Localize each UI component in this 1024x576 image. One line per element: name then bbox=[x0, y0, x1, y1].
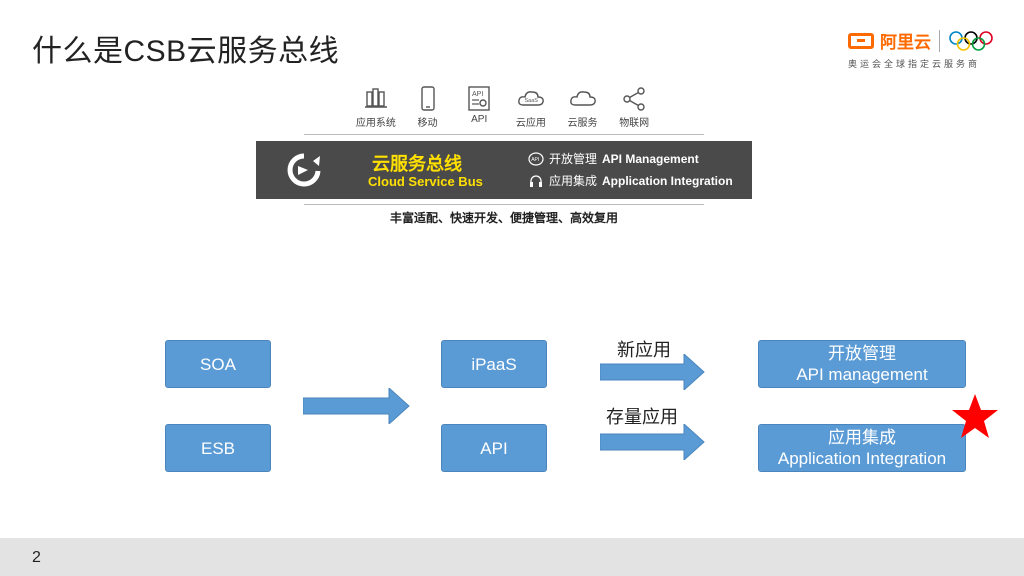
tagline: 丰富适配、快速开发、便捷管理、高效复用 bbox=[389, 211, 618, 225]
aliyun-logo-icon bbox=[848, 32, 874, 49]
arrow-label-legacy-app: 存量应用 bbox=[606, 407, 678, 427]
brand-logo: 阿里云 奥运会全球指定云服务商 bbox=[848, 28, 998, 74]
box-app-integration: 应用集成 Application Integration bbox=[758, 424, 966, 472]
box-api: API bbox=[441, 424, 547, 472]
integration-source-icons: 应用系统 移动 API API SaaS 云应用 云服务 bbox=[350, 86, 660, 130]
icon-item-api: API API bbox=[453, 86, 505, 130]
slide-title: 什么是CSB云服务总线 bbox=[32, 35, 340, 68]
csb-banner: 云服务总线 Cloud Service Bus API 开放管理 API Man… bbox=[256, 141, 752, 199]
box-label: API bbox=[480, 438, 508, 458]
api-gear-icon: API bbox=[468, 86, 490, 111]
box-label-en: API management bbox=[796, 365, 928, 384]
share-nodes-icon bbox=[623, 87, 645, 111]
svg-text:SaaS: SaaS bbox=[524, 98, 538, 104]
feature-api-management: API 开放管理 API Management bbox=[528, 150, 699, 167]
icon-item-cloud-app: SaaS 云应用 bbox=[505, 86, 557, 130]
box-label-en: Application Integration bbox=[777, 449, 947, 468]
feature-label-cn: 应用集成 bbox=[549, 174, 598, 188]
box-label: iPaaS bbox=[471, 354, 517, 374]
box-ipaas: iPaaS bbox=[441, 340, 547, 388]
icon-label: API bbox=[471, 114, 488, 125]
page-number: 2 bbox=[32, 549, 41, 566]
banner-title-cn: 云服务总线 bbox=[372, 154, 462, 174]
icon-label: 云服务 bbox=[567, 118, 598, 129]
icon-label: 云应用 bbox=[515, 118, 546, 129]
brand-name: 阿里云 bbox=[880, 33, 931, 52]
svg-text:API: API bbox=[531, 157, 539, 163]
divider-bottom bbox=[304, 204, 704, 205]
box-label: SOA bbox=[200, 354, 236, 374]
box-soa: SOA bbox=[165, 340, 271, 388]
mobile-phone-icon bbox=[420, 86, 435, 111]
icon-item-mobile: 移动 bbox=[402, 86, 454, 130]
box-label: ESB bbox=[200, 438, 236, 458]
box-api-management: 开放管理 API management bbox=[758, 340, 966, 388]
server-rack-icon bbox=[364, 88, 387, 108]
feature-label-en: Application Integration bbox=[602, 173, 733, 188]
icon-item-iot: 物联网 bbox=[608, 86, 660, 130]
brand-slogan: 奥运会全球指定云服务商 bbox=[848, 59, 981, 69]
icon-label: 物联网 bbox=[619, 118, 650, 129]
feature-label-en: API Management bbox=[602, 151, 699, 166]
box-esb: ESB bbox=[165, 424, 271, 472]
olympic-rings-icon bbox=[949, 30, 993, 51]
brand-divider bbox=[939, 29, 940, 52]
icon-label: 应用系统 bbox=[355, 118, 396, 129]
feature-app-integration: 应用集成 Application Integration bbox=[528, 172, 733, 189]
cloud-icon bbox=[569, 91, 596, 106]
divider-top bbox=[304, 134, 704, 135]
arrow-right-icon bbox=[600, 424, 705, 460]
headset-icon bbox=[530, 174, 542, 187]
saas-cloud-icon: SaaS bbox=[517, 91, 544, 106]
slide-footer bbox=[0, 538, 1024, 576]
banner-title-en: Cloud Service Bus bbox=[368, 174, 483, 189]
feature-label-cn: 开放管理 bbox=[549, 152, 598, 166]
svg-text:API: API bbox=[472, 91, 483, 98]
arrow-right-icon bbox=[600, 354, 705, 390]
star-icon bbox=[952, 394, 998, 438]
icon-item-cloud-service: 云服务 bbox=[557, 86, 609, 130]
arrow-label-new-app: 新应用 bbox=[617, 340, 671, 360]
arrow-right-icon bbox=[303, 388, 410, 424]
box-label-cn: 应用集成 bbox=[828, 428, 896, 447]
api-circle-icon: API bbox=[528, 151, 544, 166]
icon-label: 移动 bbox=[417, 118, 438, 129]
icon-item-app-system: 应用系统 bbox=[350, 86, 402, 130]
box-label-cn: 开放管理 bbox=[828, 344, 896, 363]
csb-logo-icon bbox=[287, 153, 321, 187]
